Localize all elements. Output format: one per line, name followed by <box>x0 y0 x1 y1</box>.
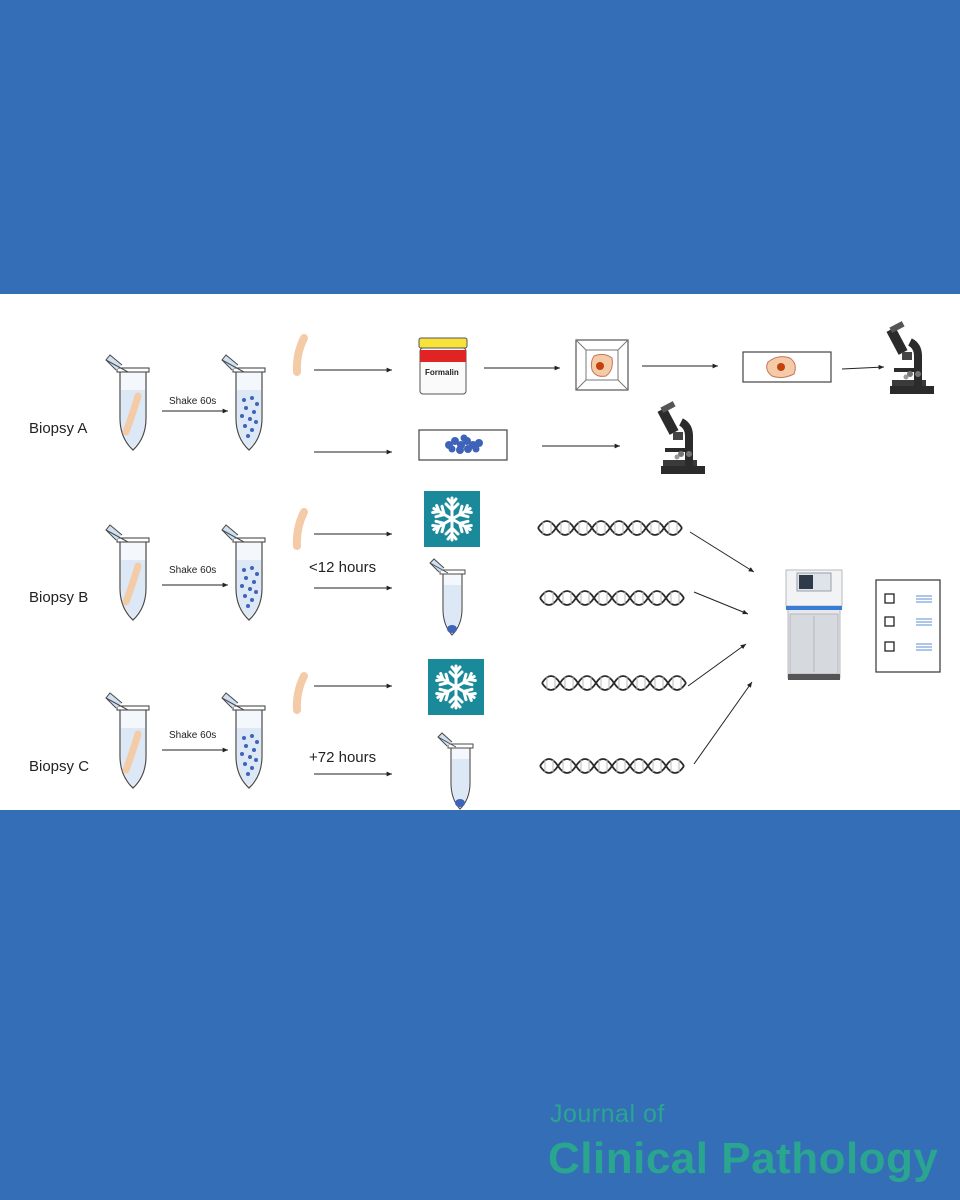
formalin-label: Formalin <box>425 368 459 377</box>
checklist-icon <box>875 579 941 673</box>
tube-icon <box>221 524 266 621</box>
microscope-icon <box>886 321 934 394</box>
tissue-icon <box>297 512 304 546</box>
sequencer-icon <box>785 569 843 680</box>
tube-icon <box>106 693 149 788</box>
tissue-icon <box>297 338 304 372</box>
tube-icon <box>221 354 266 451</box>
snowflake-icon <box>428 659 484 715</box>
tube-icon <box>437 732 474 810</box>
dna-icon <box>537 520 683 536</box>
cassette-icon <box>575 339 629 391</box>
biopsy-a-label: Biopsy A <box>29 420 88 437</box>
microscope-icon <box>657 401 705 474</box>
journal-name-line1: Journal of <box>550 1100 665 1128</box>
time-label: +72 hours <box>309 749 377 766</box>
tissue-icon <box>297 676 304 710</box>
tube-icon <box>221 692 266 789</box>
arrow <box>689 531 755 573</box>
workflow-diagram: Biopsy A Biopsy B Biopsy C Shake 60s Sha… <box>0 294 960 810</box>
shake-label: Shake 60s <box>169 396 217 407</box>
slide-icon <box>742 351 832 383</box>
dna-icon <box>539 590 685 606</box>
biopsy-c-label: Biopsy C <box>29 758 90 775</box>
tube-icon <box>106 355 149 450</box>
snowflake-icon <box>424 491 480 547</box>
arrow <box>693 591 749 615</box>
tube-icon <box>429 558 466 636</box>
slide-icon <box>418 429 508 461</box>
journal-name-line2: Clinical Pathology <box>548 1134 939 1183</box>
arrow <box>687 643 747 687</box>
time-label: <12 hours <box>309 559 377 576</box>
shake-label: Shake 60s <box>169 565 217 576</box>
diagram-canvas <box>0 294 941 810</box>
dna-icon <box>541 675 687 691</box>
arrow <box>841 364 885 370</box>
arrow <box>693 681 753 765</box>
biopsy-b-label: Biopsy B <box>29 589 89 606</box>
tube-icon <box>106 525 149 620</box>
formalin-jar-icon <box>418 337 468 395</box>
dna-icon <box>539 758 685 774</box>
shake-label: Shake 60s <box>169 730 217 741</box>
